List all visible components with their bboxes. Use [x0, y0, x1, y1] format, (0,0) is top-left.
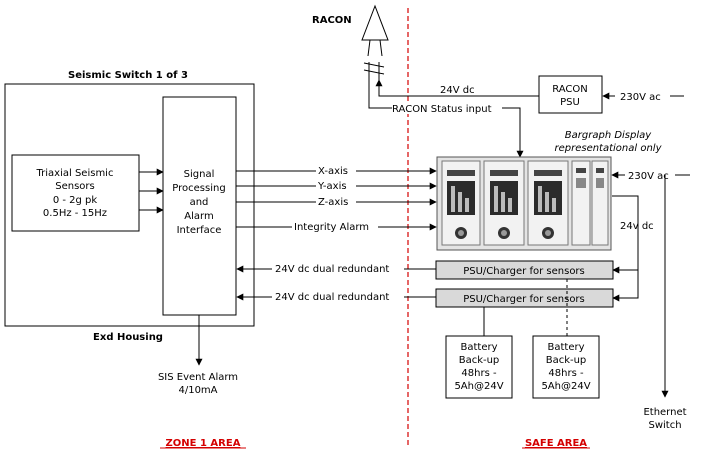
battery-2-line1: Battery	[547, 342, 584, 353]
racon-status-label: RACON Status input	[392, 104, 492, 115]
display-module-1	[441, 160, 481, 246]
racon-psu-box	[538, 75, 603, 114]
safe-area-label: SAFE AREA	[525, 438, 587, 449]
x-axis-label-bg	[316, 164, 356, 176]
battery-2-line3: 48hrs -	[548, 368, 584, 379]
sensor-line1: Triaxial Seismic	[36, 168, 114, 179]
ethernet-line1: Ethernet	[643, 407, 686, 418]
processor-line1: Signal	[184, 169, 215, 180]
battery-1-line1: Battery	[460, 342, 497, 353]
racon-psu-line2: PSU	[560, 97, 580, 108]
sensor-line4: 0.5Hz - 15Hz	[43, 208, 107, 219]
z-axis-label-bg	[316, 195, 356, 207]
display-caption-1: Bargraph Display	[565, 130, 652, 141]
racon-psu-supply-label: 230V ac	[620, 92, 661, 103]
bargraph-display-unit	[436, 156, 612, 251]
psu-charger-a-box	[435, 260, 614, 280]
battery-2-line4: 5Ah@24V	[541, 381, 590, 392]
racon-status-label-bg	[392, 102, 502, 114]
battery-2-box	[532, 335, 600, 399]
ethernet-line2: Switch	[648, 420, 681, 431]
psu-charger-a-label: PSU/Charger for sensors	[463, 266, 585, 277]
sensor-line3: 0 - 2g pk	[53, 195, 98, 206]
sensor-line2: Sensors	[55, 181, 95, 192]
processor-line3: and	[190, 197, 209, 208]
battery-1-line3: 48hrs -	[461, 368, 497, 379]
display-psu-module	[571, 160, 609, 246]
battery-2-line2: Back-up	[546, 355, 587, 366]
supply-label-1: 24V dc dual redundant	[275, 264, 389, 275]
racon-label: RACON	[312, 15, 352, 26]
housing-label: Exd Housing	[93, 332, 163, 343]
supply-label-2-bg	[272, 290, 404, 302]
display-module-2	[483, 160, 525, 246]
psu-charger-b-box	[435, 288, 614, 308]
display-dc-label: 24v dc	[620, 221, 654, 232]
battery-1-line4: 5Ah@24V	[454, 381, 503, 392]
zone1-label: ZONE 1 AREA	[166, 438, 241, 449]
sis-line2: 4/10mA	[178, 385, 217, 396]
integrity-label-bg	[292, 220, 378, 232]
psu-charger-b-label: PSU/Charger for sensors	[463, 294, 585, 305]
supply-label-2: 24V dc dual redundant	[275, 292, 389, 303]
processor-line5: Interface	[177, 225, 222, 236]
z-axis-label: Z-axis	[318, 197, 348, 208]
battery-1-box	[445, 335, 513, 399]
display-module-3	[527, 160, 569, 246]
processor-line2: Processing	[172, 183, 225, 194]
y-axis-label-bg	[316, 179, 356, 191]
racon-psu-line1: RACON	[552, 84, 588, 95]
processor-line4: Alarm	[184, 211, 213, 222]
integrity-alarm-label: Integrity Alarm	[294, 222, 369, 233]
sis-line1: SIS Event Alarm	[158, 372, 238, 383]
racon-antenna-icon	[361, 4, 389, 80]
battery-1-line2: Back-up	[459, 355, 500, 366]
racon-dc-label: 24V dc	[440, 85, 475, 96]
sensor-box	[11, 154, 140, 232]
switch-title: Seismic Switch 1 of 3	[68, 70, 188, 81]
display-caption-2: representational only	[554, 143, 662, 154]
y-axis-label: Y-axis	[317, 181, 347, 192]
dc-bus-to-psu-b	[612, 195, 639, 302]
racon-dc-wire	[375, 79, 539, 97]
display-supply-label: 230V ac	[628, 171, 669, 182]
processor-box	[162, 96, 237, 316]
supply-label-1-bg	[272, 262, 404, 274]
x-axis-label: X-axis	[318, 166, 348, 177]
